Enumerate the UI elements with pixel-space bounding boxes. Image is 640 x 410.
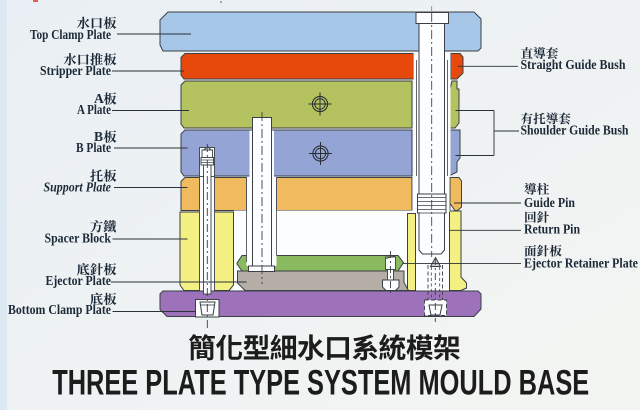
svg-text:Spacer Block: Spacer Block xyxy=(45,230,112,245)
svg-text:Top Clamp Plate: Top Clamp Plate xyxy=(30,27,111,42)
svg-text:Return Pin: Return Pin xyxy=(524,222,580,237)
svg-text:Straight Guide Bush: Straight Guide Bush xyxy=(521,57,626,72)
svg-text:Guide Pin: Guide Pin xyxy=(524,195,575,210)
svg-text:Bottom Clamp Plate: Bottom Clamp Plate xyxy=(8,302,111,317)
svg-text:Support Plate: Support Plate xyxy=(44,180,112,195)
svg-text:THREE PLATE TYPE SYSTEM MOULD: THREE PLATE TYPE SYSTEM MOULD BASE xyxy=(52,363,589,402)
svg-text:Stripper Plate: Stripper Plate xyxy=(40,63,111,78)
svg-text:B Plate: B Plate xyxy=(76,140,111,155)
svg-text:Ejector Plate: Ejector Plate xyxy=(46,273,112,288)
svg-text:Shoulder Guide Bush: Shoulder Guide Bush xyxy=(521,122,629,137)
svg-text:B: B xyxy=(94,129,103,144)
svg-text:A Plate: A Plate xyxy=(77,102,111,117)
svg-text:Ejector Retainer Plate: Ejector Retainer Plate xyxy=(524,255,638,270)
svg-text:A: A xyxy=(94,91,104,106)
